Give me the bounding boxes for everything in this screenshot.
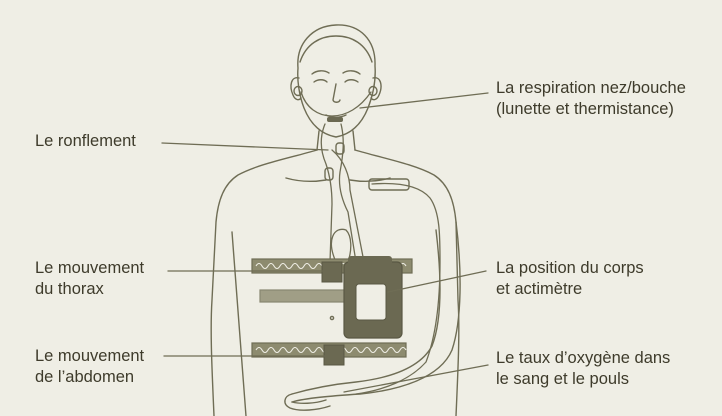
label-breathing-line2: (lunette et thermistance) — [496, 99, 686, 120]
label-abdomen-line2: de l’abdomen — [35, 367, 144, 388]
thermistor-lead — [321, 124, 332, 262]
label-abdomen-line1: Le mouvement — [35, 346, 144, 367]
abdomen-sensor — [324, 345, 344, 365]
neck-right — [353, 131, 355, 150]
torso-left — [211, 150, 317, 416]
label-breathing-line1: La respiration nez/bouche — [496, 78, 686, 99]
label-snoring-line1: Le ronflement — [35, 131, 136, 152]
cannula-tube — [301, 92, 371, 116]
label-oxygen-line1: Le taux d’oxygène dans — [496, 348, 670, 369]
nose — [333, 84, 340, 102]
neck-left — [317, 131, 319, 150]
oxygen-pointer — [344, 365, 488, 392]
label-body-position: La position du corps et actimètre — [496, 258, 644, 300]
loop-wire — [331, 229, 350, 262]
thorax-sensor — [322, 262, 342, 282]
recorder-top — [348, 256, 392, 266]
label-thorax-line1: Le mouvement — [35, 258, 144, 279]
label-thorax-line2: du thorax — [35, 279, 144, 300]
label-breathing: La respiration nez/bouche (lunette et th… — [496, 78, 686, 120]
right-eye — [345, 80, 358, 82]
snoring-pointer — [162, 143, 328, 150]
left-arm-inner — [232, 232, 246, 416]
label-thorax: Le mouvement du thorax — [35, 258, 144, 300]
left-eyebrow — [312, 71, 329, 74]
navel — [330, 316, 333, 319]
label-body-position-line1: La position du corps — [496, 258, 644, 279]
right-eyebrow — [343, 71, 360, 74]
cannula-lead — [339, 124, 356, 262]
left-eye — [314, 80, 327, 82]
snore-lead — [332, 150, 364, 262]
label-abdomen: Le mouvement de l’abdomen — [35, 346, 144, 388]
hairline — [300, 36, 372, 62]
thermistor-sensor — [327, 117, 343, 122]
label-snoring: Le ronflement — [35, 131, 136, 152]
label-oxygen: Le taux d’oxygène dans le sang et le pou… — [496, 348, 670, 390]
recorder-screen — [356, 284, 386, 320]
label-oxygen-line2: le sang et le pouls — [496, 369, 670, 390]
left-ear — [291, 78, 301, 100]
body-position-pointer — [388, 271, 486, 292]
label-body-position-line2: et actimètre — [496, 279, 644, 300]
